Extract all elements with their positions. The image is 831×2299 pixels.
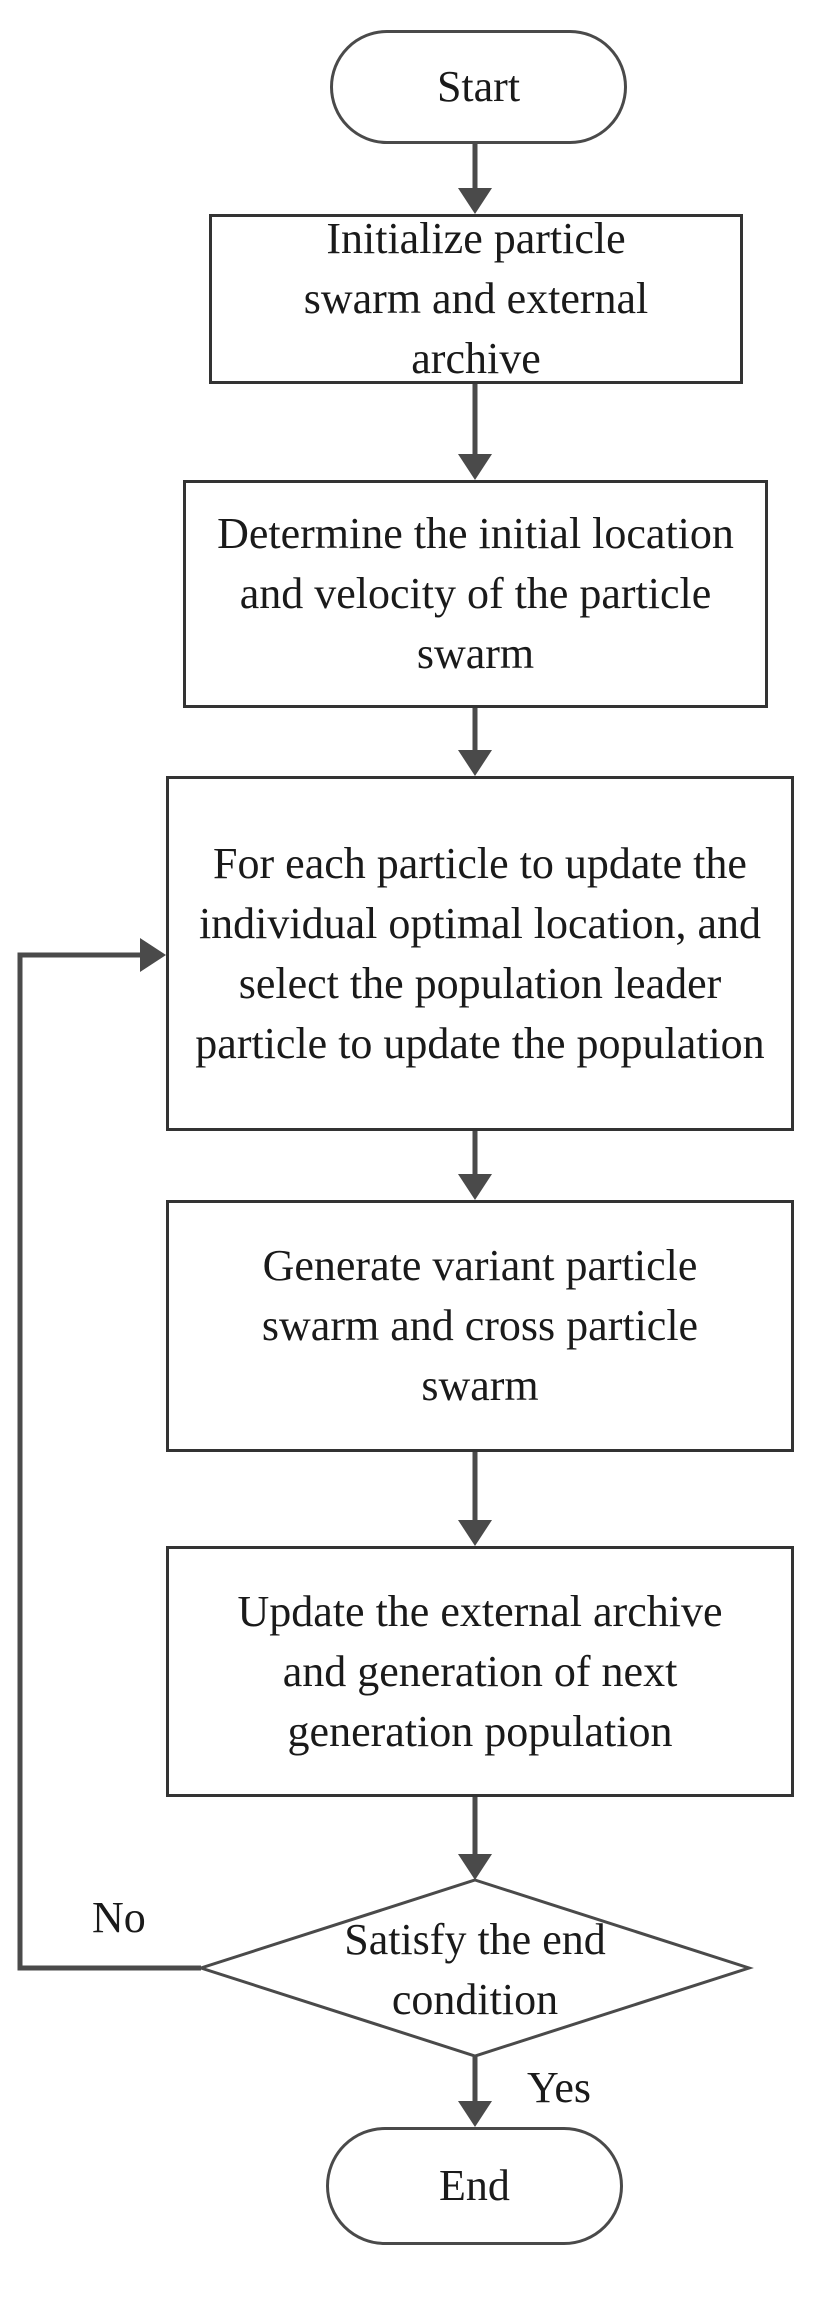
update-archive-step-text: Update the external archive and generati…	[237, 1586, 723, 1756]
generate-step-box: Generate variant particle swarm and cros…	[166, 1200, 794, 1452]
no-label: No	[92, 1893, 146, 1942]
yes-label: Yes	[527, 2063, 592, 2112]
arrow-determine-to-update-particles	[458, 708, 492, 776]
arrow-initialize-to-determine	[458, 384, 492, 480]
arrow-decision-to-end	[458, 2056, 492, 2127]
update-archive-step-box: Update the external archive and generati…	[166, 1546, 794, 1797]
update-particles-step-box: For each particle to update the individu…	[166, 776, 794, 1131]
end-terminal: End	[326, 2127, 623, 2245]
initialize-step-box: Initialize particle swarm and external a…	[209, 214, 743, 384]
start-label: Start	[436, 62, 521, 111]
determine-step-text: Determine the initial location and veloc…	[217, 509, 734, 678]
initialize-step-text: Initialize particle swarm and external a…	[303, 214, 649, 383]
arrow-start-to-initialize	[458, 144, 492, 214]
generate-step-text: Generate variant particle swarm and cros…	[261, 1241, 699, 1410]
determine-step-box: Determine the initial location and veloc…	[183, 480, 768, 708]
arrow-decision-no-loop	[17, 938, 201, 1971]
end-label: End	[439, 2161, 510, 2210]
update-particles-step-text: For each particle to update the individu…	[195, 838, 765, 1068]
start-terminal: Start	[330, 30, 627, 144]
arrow-generate-to-update-archive	[458, 1452, 492, 1546]
decision-text: Satisfy the end condition	[344, 1915, 606, 2024]
arrow-update-archive-to-decision	[458, 1797, 492, 1880]
arrow-update-particles-to-generate	[458, 1131, 492, 1200]
